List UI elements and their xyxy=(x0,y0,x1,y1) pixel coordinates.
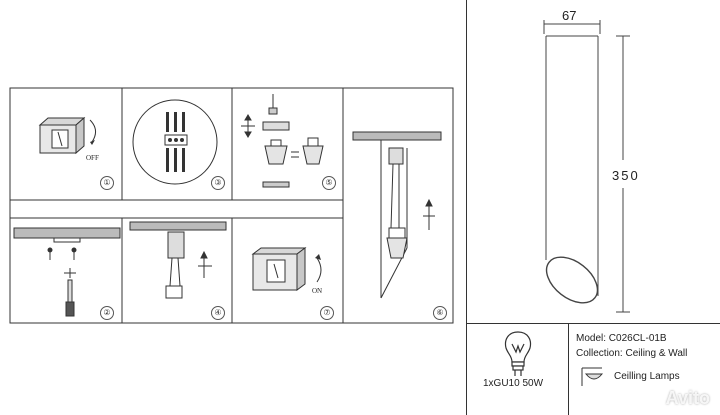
model-text: Model: C026CL-01B xyxy=(576,333,667,344)
step-number-5: ⑤ xyxy=(322,176,336,190)
step-number-3: ③ xyxy=(211,176,225,190)
switch-on-label: ON xyxy=(312,287,323,295)
mounted-fixture-illustration xyxy=(352,131,442,299)
step-number-1: ① xyxy=(100,176,114,190)
switch-on-illustration xyxy=(251,247,322,291)
wire-connect-illustration xyxy=(129,221,227,299)
step-number-2: ② xyxy=(100,306,114,320)
step-number-4: ④ xyxy=(211,306,225,320)
height-dimension-label: 350 xyxy=(612,168,640,183)
width-dimension-label: 67 xyxy=(562,8,577,23)
collection-text: Collection: Ceiling & Wall xyxy=(576,348,688,359)
bulb-install-illustration xyxy=(241,94,324,188)
ceiling-screw-illustration xyxy=(13,227,121,317)
step-number-7: ⑦ xyxy=(320,306,334,320)
ceiling-lamp-icon xyxy=(581,367,604,386)
bulb-icon xyxy=(504,331,532,376)
step-number-6: ⑥ xyxy=(433,306,447,320)
switch-off-label: OFF xyxy=(86,154,99,162)
frame-vertical-divider xyxy=(466,0,467,415)
lamp-type-text: Ceilling Lamps xyxy=(614,371,680,382)
switch-off-illustration xyxy=(38,116,96,155)
watermark: Avito xyxy=(665,388,710,408)
terminal-block-illustration xyxy=(132,99,218,185)
lamp-spec: 1xGU10 50W xyxy=(483,378,544,389)
frame-horizontal-divider xyxy=(466,323,720,324)
product-dimension-drawing xyxy=(543,20,630,313)
info-column-divider xyxy=(568,323,569,415)
